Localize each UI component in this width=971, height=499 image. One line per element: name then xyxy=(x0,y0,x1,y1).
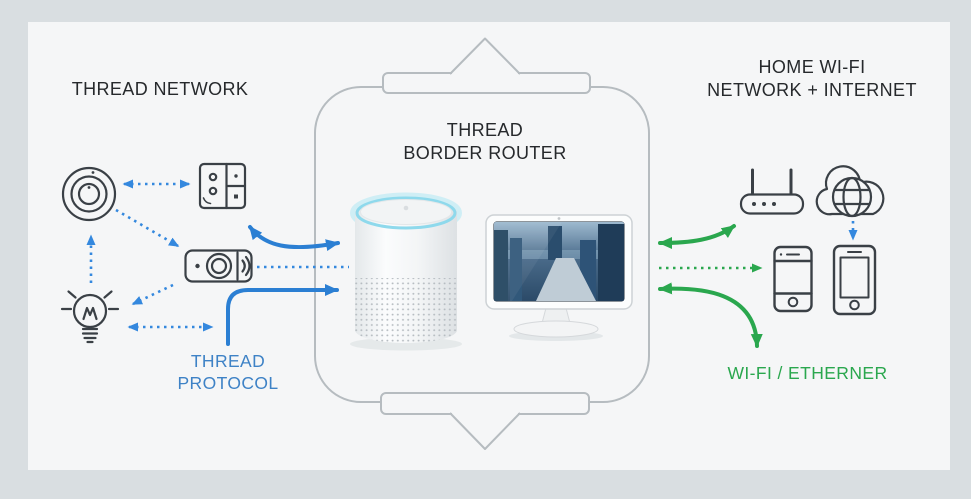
speaker-light-ring xyxy=(355,196,457,230)
home-wifi-title: HOME WI-FI NETWORK + INTERNET xyxy=(707,57,917,100)
monitor-screen xyxy=(494,222,624,301)
arrow-switch-speaker xyxy=(248,225,340,252)
smart-speaker xyxy=(350,192,462,351)
arrow-wifi-ethernet xyxy=(658,282,763,348)
light-bulb-icon xyxy=(60,290,120,344)
smartphone-icon xyxy=(773,245,813,313)
thread-network-title: THREAD NETWORK xyxy=(55,78,265,101)
link-sensor-bulb xyxy=(131,283,174,306)
speaker-grille xyxy=(355,278,457,343)
arrow-thread-protocol xyxy=(226,284,339,346)
frame-bottom-tab xyxy=(380,392,590,415)
wall-switch-icon xyxy=(198,162,247,210)
border-router-title: THREAD BORDER ROUTER xyxy=(403,120,567,163)
wifi-ethernet-label: WI-FI / ETHERNER xyxy=(727,363,888,383)
chevron-up-icon xyxy=(449,37,521,75)
thread-network-title-text: THREAD NETWORK xyxy=(71,79,249,99)
internet-cloud-icon xyxy=(815,165,885,218)
thread-protocol-label: THREAD PROTOCOL xyxy=(177,351,279,393)
monitor-stand-base xyxy=(513,320,599,338)
tablet-icon xyxy=(832,244,877,316)
link-dial-sensor xyxy=(115,208,180,248)
smart-dial-icon xyxy=(61,166,117,222)
frame-top-tab xyxy=(382,72,591,94)
wifi-router-icon xyxy=(739,168,805,215)
chevron-down-icon xyxy=(449,412,521,450)
motion-sensor-icon xyxy=(184,249,253,283)
monitor-camera-dot xyxy=(557,217,561,220)
arrow-router-display xyxy=(658,224,736,249)
smart-display xyxy=(485,214,633,341)
